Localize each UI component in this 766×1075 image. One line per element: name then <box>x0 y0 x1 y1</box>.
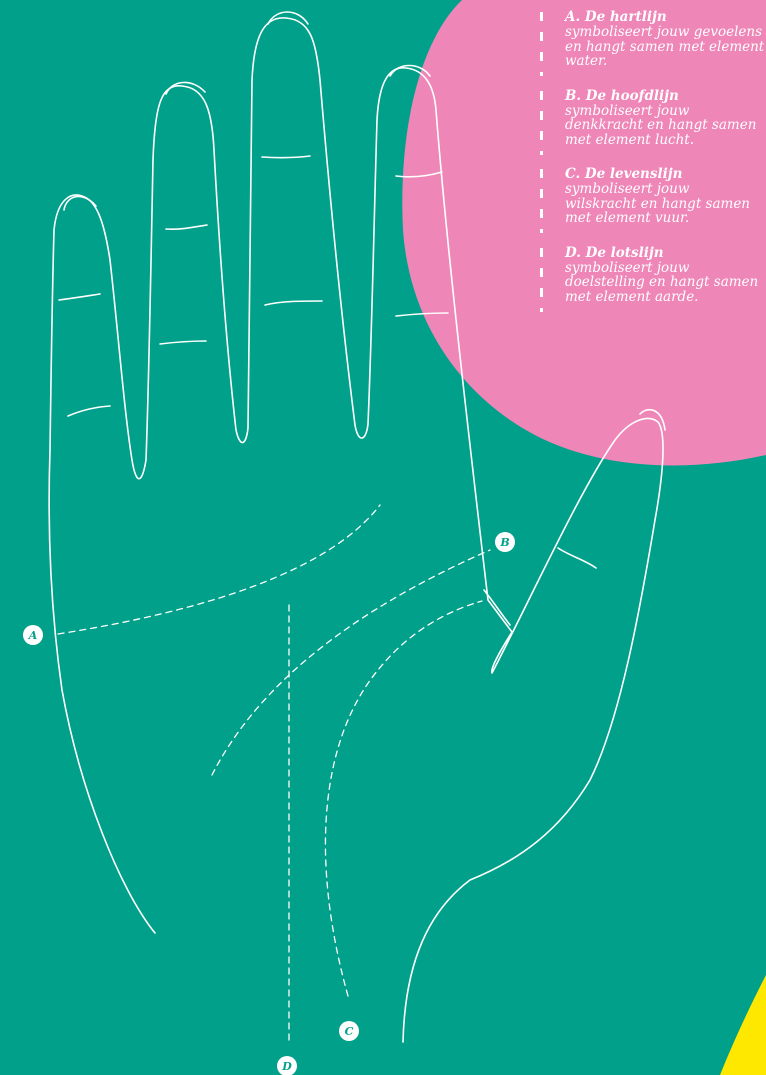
palm-lines-legend: A. De hartlijn symboliseert jouw gevoele… <box>540 10 766 324</box>
legend-item-fate-line: D. De lotslijn symboliseert jouw doelste… <box>540 246 766 305</box>
legend-item-life-line: C. De levenslijn symboliseert jouw wilsk… <box>540 167 766 226</box>
legend-text: symboliseert jouw gevoelens en hangt sam… <box>565 25 765 69</box>
crease-thumb <box>558 548 596 568</box>
legend-item-heart-line: A. De hartlijn symboliseert jouw gevoele… <box>540 10 766 69</box>
dashed-bar-icon <box>540 12 543 76</box>
crease-thumb-base <box>484 590 510 625</box>
legend-text: symboliseert jouw doelstelling en hangt … <box>565 261 765 305</box>
dashed-bar-icon <box>540 91 543 155</box>
fingertip-pinky <box>64 196 96 210</box>
legend-text: symboliseert jouw denkkracht en hangt sa… <box>565 104 765 148</box>
crease-ring-1 <box>166 225 207 229</box>
crease-pinky-1 <box>59 294 100 300</box>
crease-middle-1 <box>262 156 310 158</box>
head-line <box>212 550 490 775</box>
legend-text: symboliseert jouw wilskracht en hangt sa… <box>565 182 765 226</box>
life-line <box>325 601 482 996</box>
legend-item-head-line: B. De hoofdlijn symboliseert jouw denkkr… <box>540 89 766 148</box>
marker-a-label: A <box>28 629 38 642</box>
dashed-bar-icon <box>540 169 543 233</box>
legend-title: D. De lotslijn <box>565 246 766 261</box>
yellow-corner <box>720 975 766 1075</box>
marker-d-label: D <box>281 1060 292 1073</box>
marker-b-label: B <box>499 536 509 549</box>
crease-pinky-2 <box>68 406 110 416</box>
legend-title: C. De levenslijn <box>565 167 766 182</box>
legend-title: A. De hartlijn <box>565 10 766 25</box>
heart-line <box>58 505 380 634</box>
marker-c-label: C <box>345 1025 354 1038</box>
dashed-bar-icon <box>540 248 543 312</box>
crease-middle-2 <box>265 301 322 305</box>
legend-title: B. De hoofdlijn <box>565 89 766 104</box>
crease-ring-2 <box>160 341 206 344</box>
